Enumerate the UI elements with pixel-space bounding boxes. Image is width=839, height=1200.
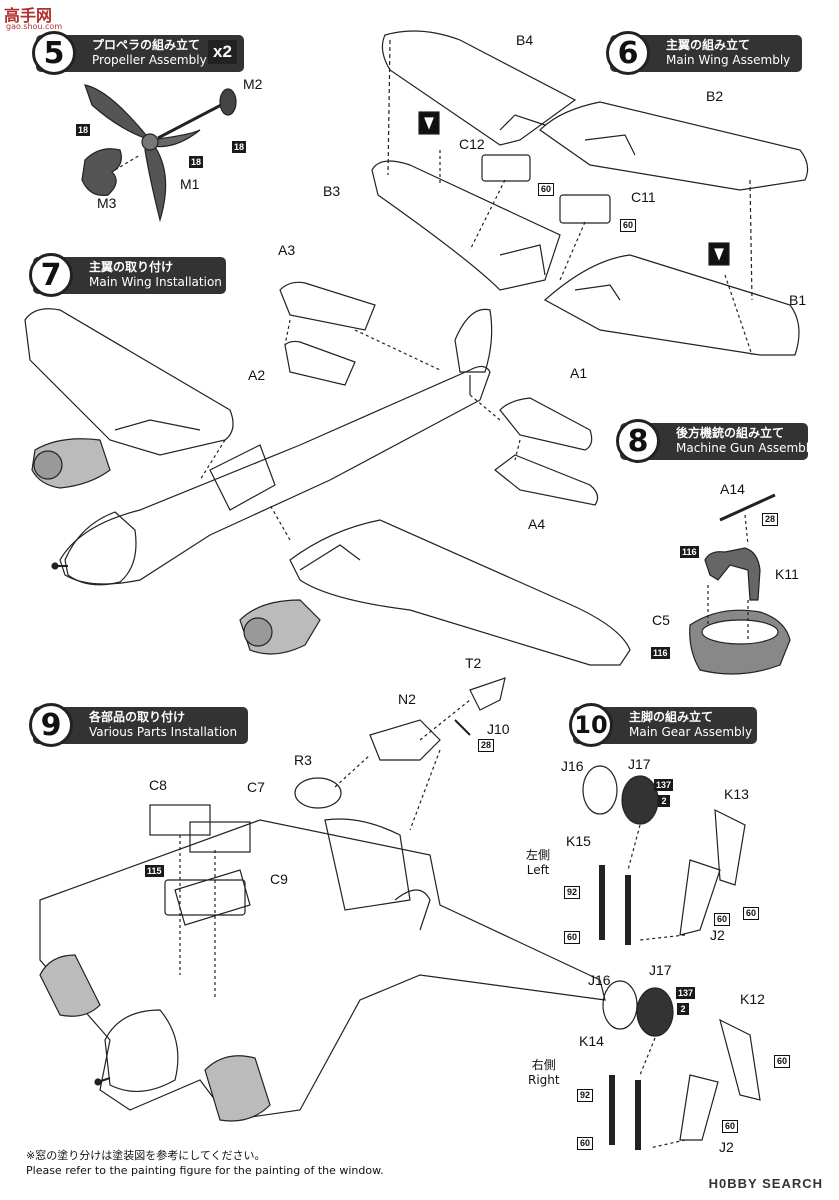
color-code-116: 116	[680, 546, 699, 558]
part-label-B4: B4	[516, 32, 534, 48]
window-painting-note-en: Please refer to the painting figure for …	[26, 1164, 384, 1177]
part-label-C8: C8	[149, 777, 167, 793]
color-code-137: 137	[676, 987, 696, 999]
color-code-92: 92	[577, 1089, 594, 1102]
color-code-28: 28	[478, 739, 495, 752]
step-number: 5	[32, 31, 76, 75]
step-number: 7	[29, 253, 73, 297]
color-code-60: 60	[564, 931, 581, 944]
part-label-A14: A14	[720, 481, 745, 497]
part-label-A2: A2	[248, 367, 266, 383]
step-number: 8	[616, 419, 660, 463]
part-label-J17-right: J17	[649, 962, 672, 978]
machine-gun-drawing	[689, 493, 791, 675]
watermark-url: gao.shou.com	[6, 22, 63, 31]
color-code-60: 60	[538, 183, 555, 196]
part-label-C5: C5	[652, 612, 670, 628]
part-label-A4: A4	[528, 516, 546, 532]
color-code-18: 18	[76, 124, 91, 136]
part-label-M2: M2	[243, 76, 263, 92]
color-code-18: 18	[189, 156, 204, 168]
various-parts-drawing	[39, 677, 606, 1122]
part-label-J16-left: J16	[561, 758, 584, 774]
part-label-C12: C12	[459, 136, 485, 152]
window-painting-note-jp: ※窓の塗り分けは塗装図を参考にしてください。	[26, 1149, 266, 1162]
color-code-116: 116	[651, 647, 670, 659]
part-label-C11: C11	[631, 189, 656, 205]
step-number: 6	[606, 31, 650, 75]
part-label-B1: B1	[789, 292, 807, 308]
part-label-M1: M1	[180, 176, 200, 192]
step-number: 9	[29, 703, 73, 747]
propeller-drawing	[81, 84, 237, 223]
color-code-60: 60	[714, 913, 731, 926]
part-label-B3: B3	[323, 183, 341, 199]
part-label-K15: K15	[566, 833, 591, 849]
part-label-J17-left: J17	[628, 756, 651, 772]
step-number: 10	[569, 703, 613, 747]
color-code-137: 137	[654, 779, 674, 791]
color-code-18: 18	[232, 141, 247, 153]
part-label-M3: M3	[97, 195, 117, 211]
color-code-60: 60	[722, 1120, 739, 1133]
part-label-A3: A3	[278, 242, 296, 258]
part-label-J16-right: J16	[588, 972, 611, 988]
color-code-2: 2	[658, 795, 670, 807]
part-label-K13: K13	[724, 786, 749, 802]
part-label-J2-left: J2	[710, 927, 725, 943]
part-label-B2: B2	[706, 88, 724, 104]
wing-installation-drawing	[24, 281, 631, 666]
part-label-N2: N2	[398, 691, 416, 707]
part-label-K11: K11	[775, 566, 799, 582]
part-label-K14: K14	[579, 1033, 604, 1049]
color-code-60: 60	[743, 907, 760, 920]
color-code-60: 60	[577, 1137, 594, 1150]
hobby-search-logo: H0BBY SEARCH	[708, 1176, 823, 1191]
color-code-92: 92	[564, 886, 581, 899]
wing-assembly-drawing	[371, 30, 809, 356]
part-label-C7: C7	[247, 779, 265, 795]
color-code-28: 28	[762, 513, 779, 526]
main-gear-drawing	[582, 765, 761, 1150]
color-code-115: 115	[145, 865, 164, 877]
part-label-J2-right: J2	[719, 1139, 734, 1155]
color-code-60: 60	[620, 219, 637, 232]
watermark-logo: 高手网	[4, 6, 53, 25]
part-label-A1: A1	[570, 365, 588, 381]
part-label-C9: C9	[270, 871, 288, 887]
color-code-60: 60	[774, 1055, 791, 1068]
part-label-J10: J10	[487, 721, 510, 737]
part-label-K12: K12	[740, 991, 765, 1007]
part-label-T2: T2	[465, 655, 482, 671]
part-label-R3: R3	[294, 752, 312, 768]
color-code-2: 2	[677, 1003, 689, 1015]
multiplier-badge: x2	[208, 40, 237, 64]
